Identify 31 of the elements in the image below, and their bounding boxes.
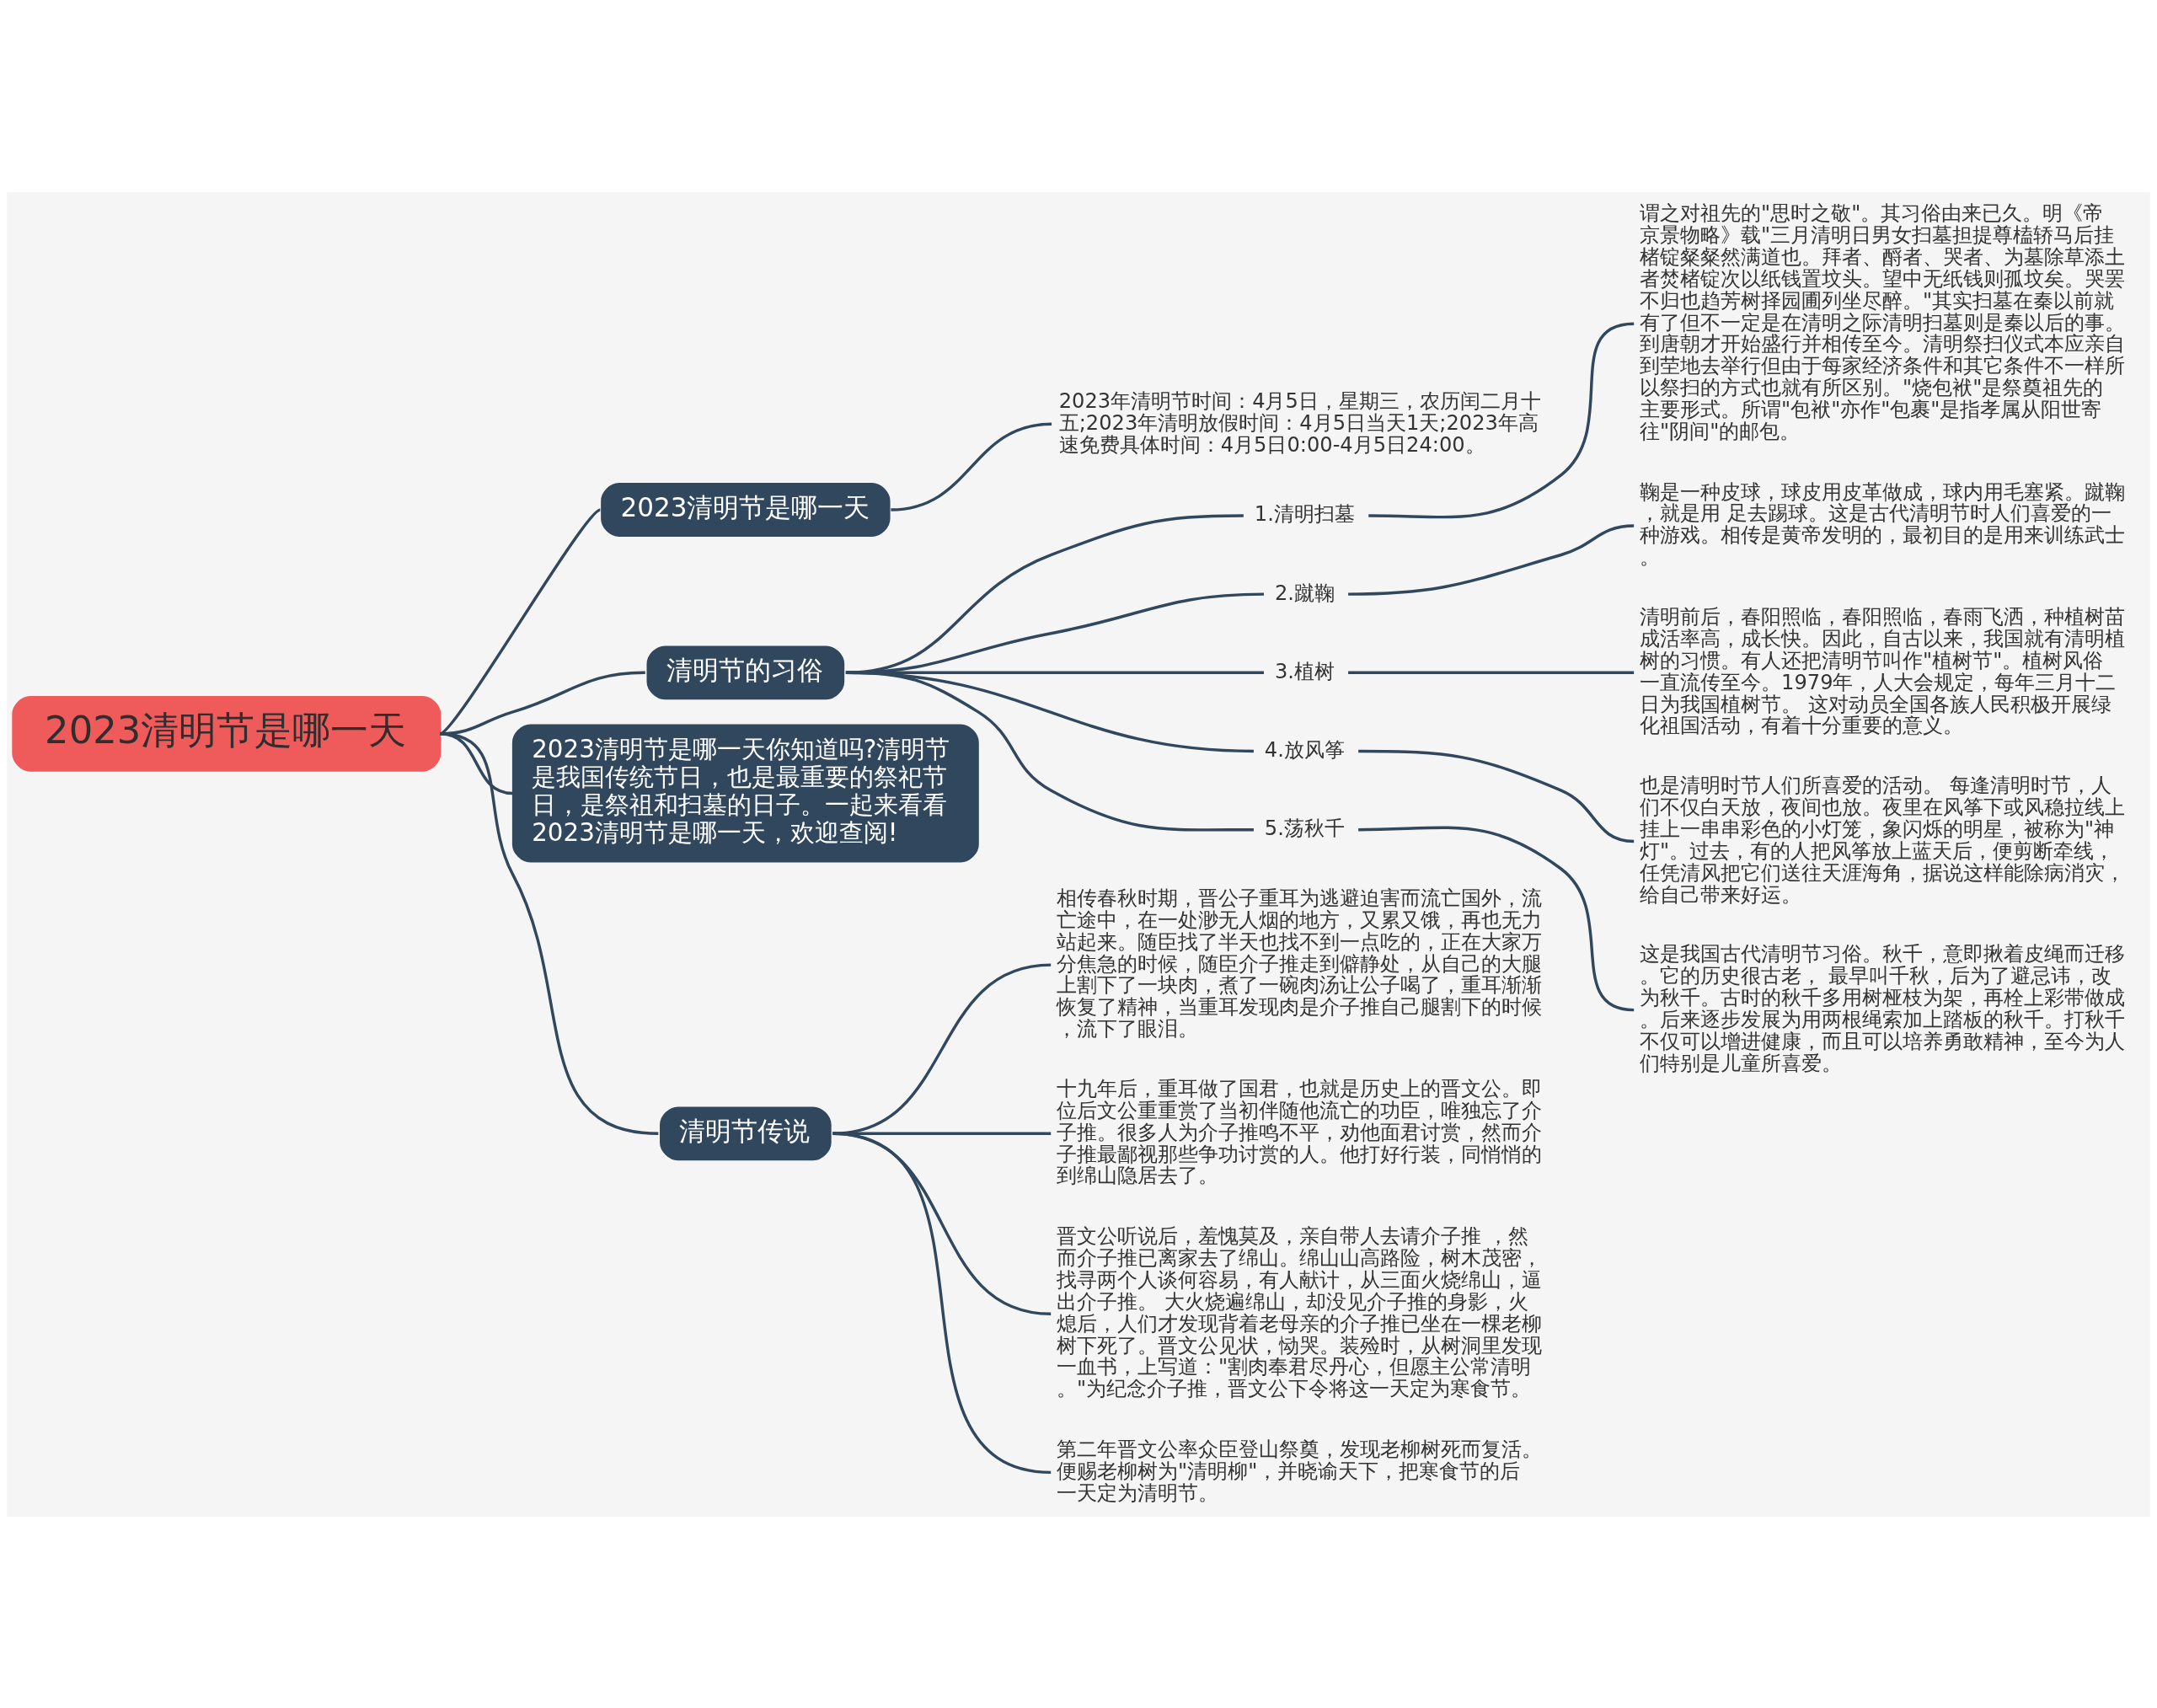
connector [1358, 826, 1635, 1011]
node-text: 谓之对祖先的"思时之敬"。其习俗由来已久。明《帝京景物略》载"三月清明日男女扫墓担提尊榼轿马后挂楮锭粲粲然满道也。拜者、酹者、哭者、为墓除草添土者焚楮锭次以纸钱置坟头。望中无纸钱则孤坟矣。哭罢不归也趋芳树择园圃列坐尽醉。"其实扫墓在秦以前就有了但不一定是在清明之际清明扫墓则是秦以后的事。到唐朝才开始盛行并相传至今。清明祭扫仪式本应亲自到茔地去举行但由于每家经济条件和其它条件不一样所以祭扫的方式也就有所区别。"烧包袱"是祭奠祖先的主要形式。所谓"包袱"亦作"包裹"是指孝属从阳世寄往"阴间"的邮包。 [1640, 201, 2126, 443]
node-text: 2.蹴鞠 [1274, 581, 1335, 605]
connector [440, 731, 659, 1135]
connector [439, 508, 602, 735]
node-text: 1.清明扫墓 [1254, 501, 1355, 526]
node-text: 鞠是一种皮球，球皮用皮革做成，球内用毛塞紧。蹴鞠，就是用 足去踢球。这是古代清明节时人们喜爱的一种游戏。相传是黄帝发明的，最初目的是用来训练武士。 [1640, 479, 2126, 569]
connector [1348, 523, 1635, 596]
node-box: 清明节的习俗 [646, 645, 845, 699]
connector [832, 962, 1052, 1135]
node-box: 2023清明节是哪一天 [12, 695, 442, 772]
node-text: 这是我国古代清明节习俗。秋千，意即揪着皮绳而迁移。它的历史很古老， 最早叫千秋，后为了避忌讳，改为秋千。古时的秋千多用树桠枝为架，再栓上彩带做成。后来逐步发展为用两根绳索加上踏板的秋千。打秋千不仅可以增进健康，而且可以培养勇敢精神，至今为人们特别是儿童所喜爱。 [1640, 941, 2126, 1075]
node-text: 也是清明时节人们所喜爱的活动。 每逢清明时节，人们不仅白天放，夜间也放。夜里在风筝下或风稳拉线上挂上一串串彩色的小灯笼，象闪烁的明星，被称为"神灯"。过去，有的人把风筝放上蓝天后，便剪断牵线，任凭清风把它们送往天涯海角，据说这样能除病消灾，给自己带来好运。 [1640, 773, 2126, 907]
connector [1368, 321, 1635, 518]
node-text: 十九年后，重耳做了国君，也就是历史上的晋文公。即位后文公重重赏了当初伴随他流亡的功臣，唯独忘了介子推。很多人为介子推鸣不平，劝他面君讨赏，然而介子推最鄙视那些争功讨赏的人。他打好行装，同悄悄的到绵山隐居去了。 [1057, 1076, 1543, 1187]
node-text: 相传春秋时期，晋公子重耳为逃避迫害而流亡国外，流亡途中，在一处渺无人烟的地方，又累又饿，再也无力站起来。随臣找了半天也找不到一点吃的，正在大家万分焦急的时候，随臣介子推走到僻静处，从自己的大腿上割下了一块肉，煮了一碗肉汤让公子喝了，重耳渐渐恢复了精神，当重耳发现肉是介子推自己腿割下的时候，流下了眼泪。 [1057, 886, 1543, 1041]
node-box: 2023清明节是哪一天你知道吗?清明节是我国传统节日，也是最重要的祭祀节日，是祭祖和扫墓的日子。一起来看看2023清明节是哪一天，欢迎查阅! [511, 724, 979, 862]
node-text: 晋文公听说后，羞愧莫及，亲自带人去请介子推 ，然而介子推已离家去了绵山。绵山山高路险，树木茂密，找寻两个人谈何容易，有人献计，从三面火烧绵山，逼出介子推。 大火烧遍绵山，却没见介子推的身影，火熄后，人们才发现背着老母亲的介子推已坐在一棵老柳树下死了。晋文公见状，恸哭。装殓时，从树洞里发现一血书，上写道："割肉奉君尽丹心，但愿主公常清明。"为纪念介子推，晋文公下令将这一天定为寒食节。 [1057, 1223, 1543, 1400]
connector [832, 1132, 1052, 1474]
node-box: 清明节传说 [660, 1106, 832, 1160]
node-text: 5.荡秋千 [1264, 816, 1345, 840]
connector [891, 422, 1052, 511]
connector [1348, 671, 1635, 674]
node-box: 2023清明节是哪一天 [601, 482, 891, 537]
node-text: 第二年晋文公率众臣登山祭奠，发现老柳树死而复活。便赐老柳树为"清明柳"，并晓谕天下，把寒食节的后一天定为清明节。 [1057, 1437, 1543, 1505]
connector [845, 671, 1254, 832]
connector [1358, 749, 1635, 843]
node-text: 3.植树 [1274, 659, 1335, 683]
node-text: 4.放风筝 [1264, 737, 1345, 762]
node-text: 2023年清明节时间：4月5日，星期三，农历闰二月十五;2023年清明放假时间：4月5日当天1天;2023年高速免费具体时间：4月5日0:00-4月5日24:00。 [1058, 388, 1541, 456]
node-text: 清明前后，春阳照临，春阳照临，春雨飞洒，种植树苗成活率高，成长快。因此，自古以来，我国就有清明植树的习惯。有人还把清明节叫作"植树节"。植树风俗一直流传至今。1979年，人大会规定，每年三月十二日为我国植树节。 这对动员全国各族人民积极开展绿化祖国活动，有着十分重要的意义。 [1640, 604, 2126, 737]
